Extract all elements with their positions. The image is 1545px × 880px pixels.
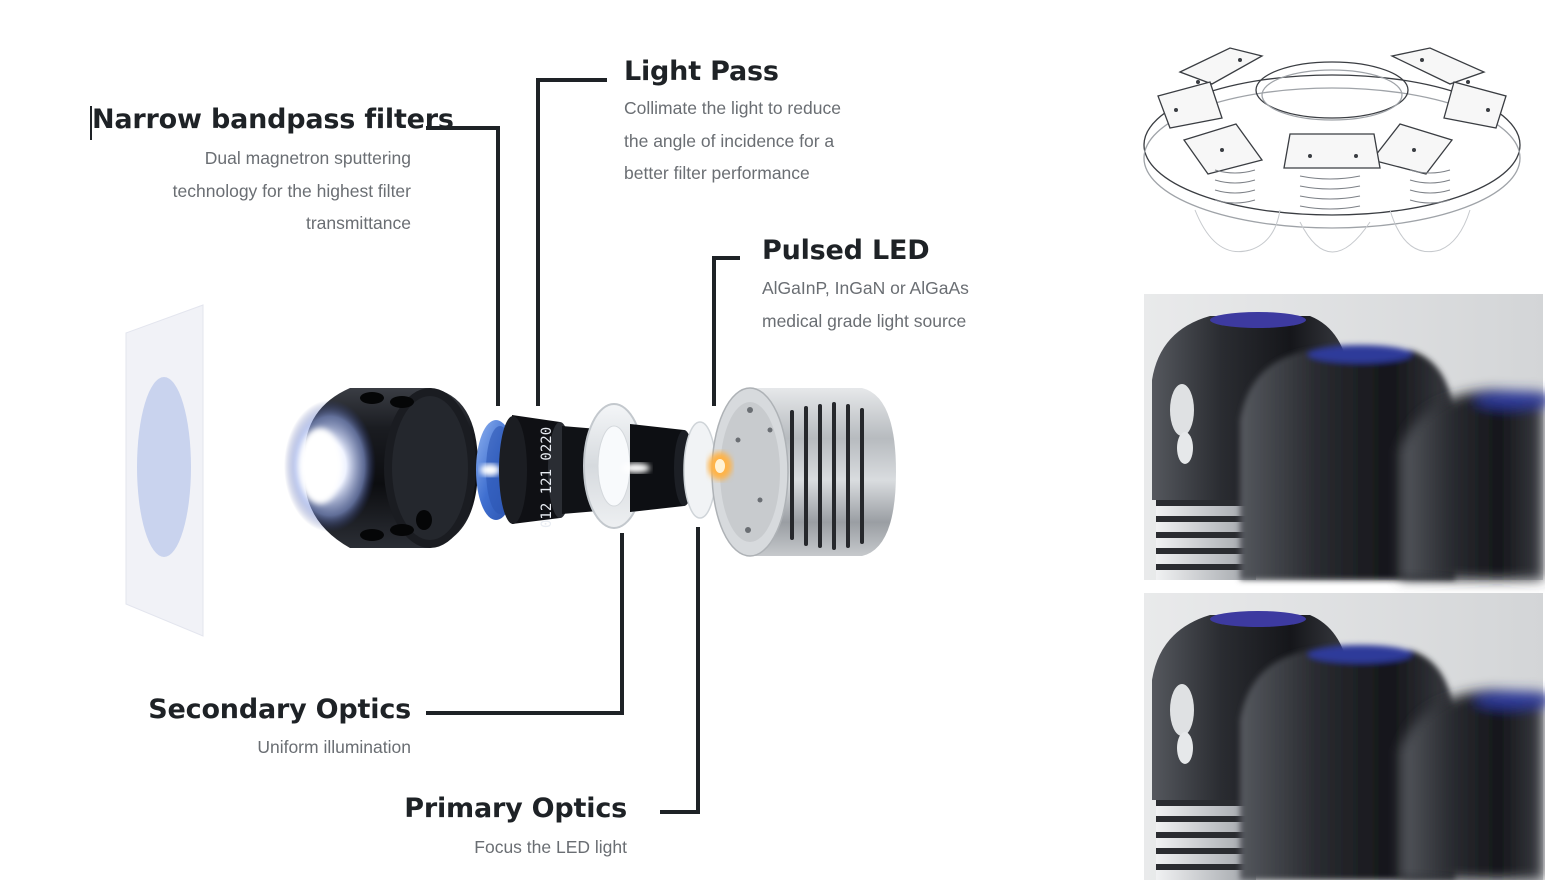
text-cursor <box>90 106 92 140</box>
lens-housing-photo-2 <box>1144 593 1545 880</box>
lens-housing-photo-1 <box>1144 294 1545 580</box>
callout-desc-secondary-optics: Uniform illumination <box>257 731 411 764</box>
callout-desc-primary-optics: Focus the LED light <box>474 831 627 864</box>
leader-lines <box>426 78 740 814</box>
front-housing <box>284 388 478 548</box>
leader-pulsed-led <box>712 256 740 406</box>
desc-line: Collimate the light to reduce <box>624 98 841 118</box>
callout-desc-pulsed-led: AlGaInP, InGaN or AlGaAs medical grade l… <box>762 272 969 337</box>
ring-array-drawing <box>1143 47 1521 253</box>
led-heatsink <box>708 387 896 557</box>
callout-title-narrow-bandpass: Narrow bandpass filters <box>92 104 454 135</box>
callout-desc-light-pass: Collimate the light to reduce the angle … <box>624 92 841 190</box>
callout-title-primary-optics: Primary Optics <box>404 793 627 824</box>
callout-title-pulsed-led: Pulsed LED <box>762 235 930 266</box>
desc-line: transmittance <box>305 213 411 233</box>
desc-line: better filter performance <box>624 163 810 183</box>
leader-light-pass <box>536 78 607 406</box>
engraved-ring: 012 121 0220 <box>499 415 572 528</box>
callout-desc-narrow-bandpass: Dual magnetron sputtering technology for… <box>173 142 411 240</box>
leader-primary-optics <box>660 527 700 814</box>
desc-line: Focus the LED light <box>474 837 627 857</box>
desc-line: Uniform illumination <box>257 737 411 757</box>
desc-line: the angle of incidence for a <box>624 130 835 151</box>
heatsink-fins <box>790 402 864 550</box>
callout-title-secondary-optics: Secondary Optics <box>148 694 411 725</box>
leader-narrow-bandpass <box>426 126 500 406</box>
desc-line: Dual magnetron sputtering <box>204 148 411 168</box>
callout-title-light-pass: Light Pass <box>624 56 779 87</box>
desc-line: medical grade light source <box>762 310 967 331</box>
desc-line: AlGaInP, InGaN or AlGaAs <box>762 278 969 298</box>
lens-engraving: 012 121 0220 <box>539 427 555 528</box>
leader-secondary-optics <box>426 533 624 715</box>
desc-line: technology for the highest filter <box>172 180 411 201</box>
target-screen <box>125 304 204 637</box>
primary-optics-barrel <box>622 424 694 512</box>
